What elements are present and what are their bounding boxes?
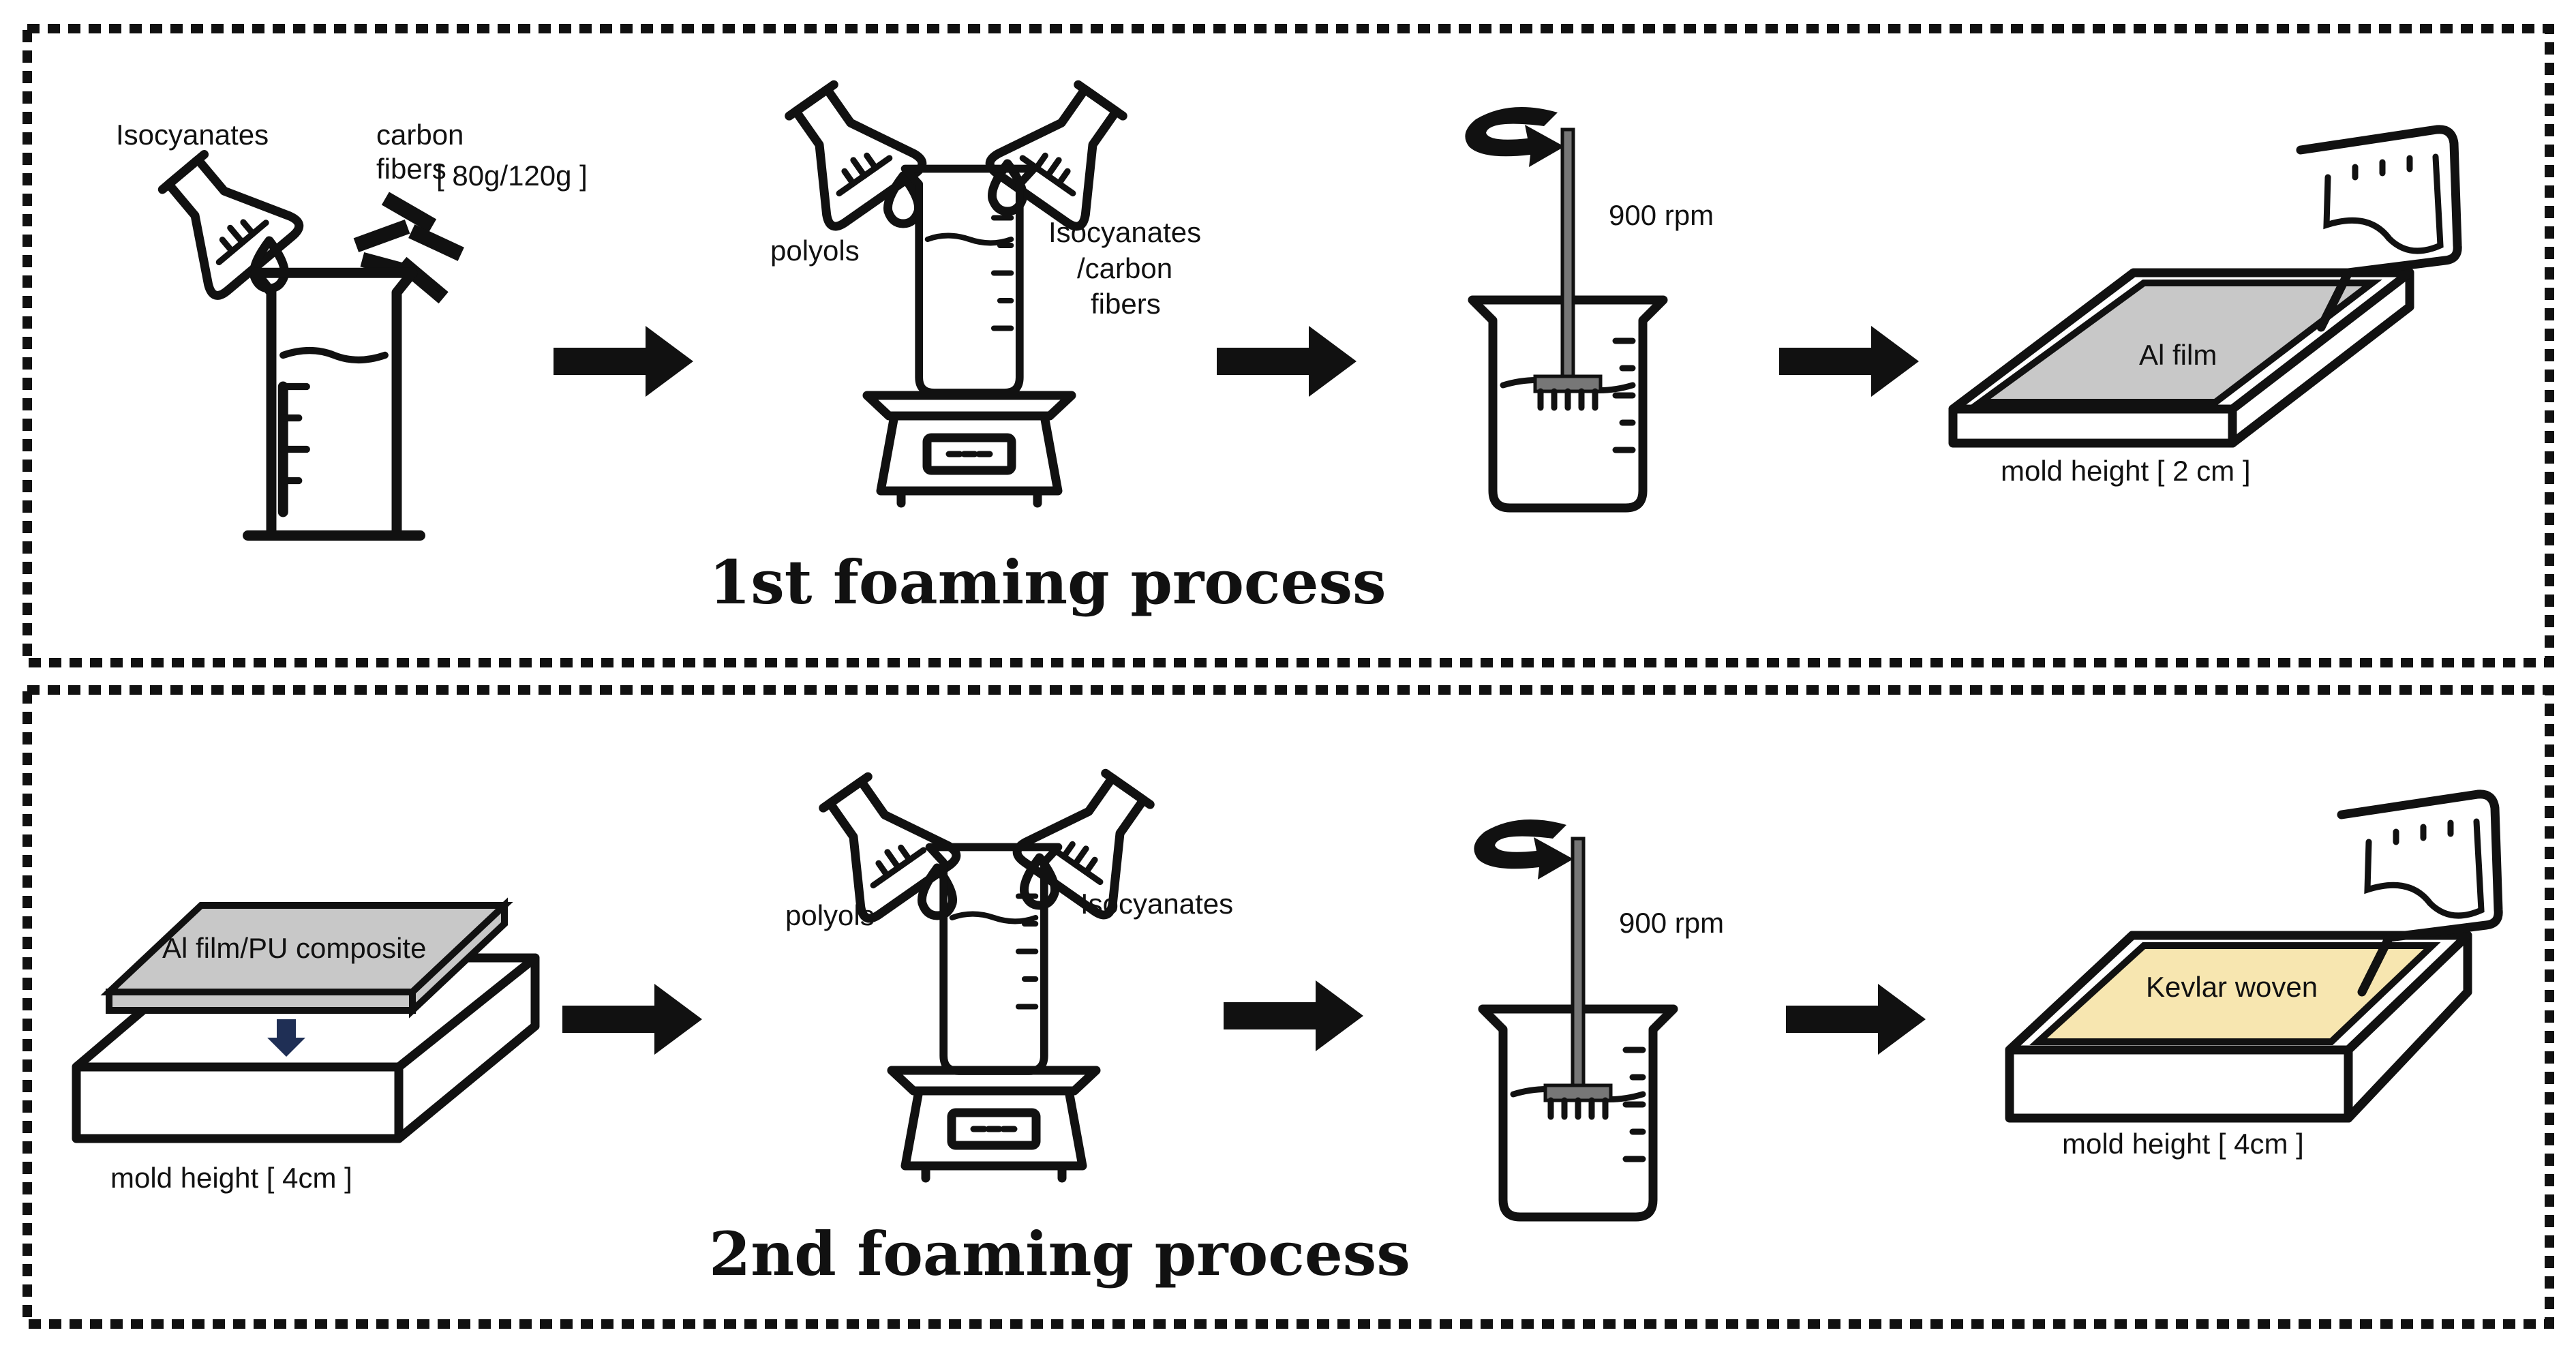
arrow-1-1 [554, 326, 693, 397]
arrow-1-3 [1779, 326, 1919, 397]
step-2-mixing: 900 rpm [1474, 819, 1724, 1217]
isocyanates-label-2: Isocyanates [1080, 888, 1233, 920]
panel-2-border [22, 685, 2554, 1329]
al-film-surface [1969, 280, 2382, 406]
beaker-1 [243, 267, 425, 541]
carbon-fiber-pieces [353, 192, 464, 304]
step-1-mixing: 900 rpm [1465, 107, 1714, 508]
panel-2-title: 2nd foaming process [709, 1218, 1410, 1289]
step-1-mold: Al film mold height [ 2 cm ] [1948, 130, 2457, 487]
iso-carbon-label-2: /carbon [1077, 252, 1172, 284]
carbon-label: carbon [376, 119, 464, 151]
panel-1-title: 1st foaming process [709, 547, 1387, 618]
step-1-carbon-fibers: Isocyanates carbon fibers [ 80g/120g ] [116, 119, 588, 541]
rpm-label-1: 900 rpm [1609, 199, 1714, 231]
kevlar-woven-surface [2029, 942, 2441, 1045]
polyols-label-2: polyols [785, 899, 875, 931]
fibers-label: fibers [376, 153, 446, 185]
iso-carbon-label-1: Isocyanates [1048, 216, 1201, 248]
kevlar-label: Kevlar woven [2146, 971, 2318, 1003]
step-2-weighing: polyols Isocyanates [785, 757, 1233, 1178]
mold-height-label-2: mold height [ 4cm ] [110, 1162, 352, 1194]
rpm-label-2: 900 rpm [1619, 907, 1724, 939]
step-1-weighing: polyols Isocyanates /carbon fibers [766, 68, 1201, 503]
arrow-1-2 [1217, 326, 1357, 397]
isocyanates-label: Isocyanates [116, 119, 269, 151]
arrow-2-3 [1786, 984, 1926, 1055]
step-2-composite-mold: Al film/PU composite mold height [ 4cm ] [72, 897, 540, 1194]
down-arrow-icon [267, 1019, 305, 1057]
mold-height-label-1: mold height [ 2 cm ] [2001, 455, 2251, 487]
step-2-mold: Kevlar woven mold height [ 4cm ] [2005, 794, 2498, 1160]
composite-label: Al film/PU composite [162, 932, 426, 964]
arrow-2-2 [1224, 980, 1363, 1051]
al-film-label: Al film [2139, 339, 2217, 371]
iso-carbon-label-3: fibers [1091, 288, 1161, 320]
polyols-label: polyols [770, 235, 860, 267]
fiber-amount-label: [ 80g/120g ] [436, 160, 588, 192]
arrow-2-1 [562, 984, 702, 1055]
mold-height-label-3: mold height [ 4cm ] [2062, 1128, 2304, 1160]
panel-1-border [22, 24, 2554, 667]
